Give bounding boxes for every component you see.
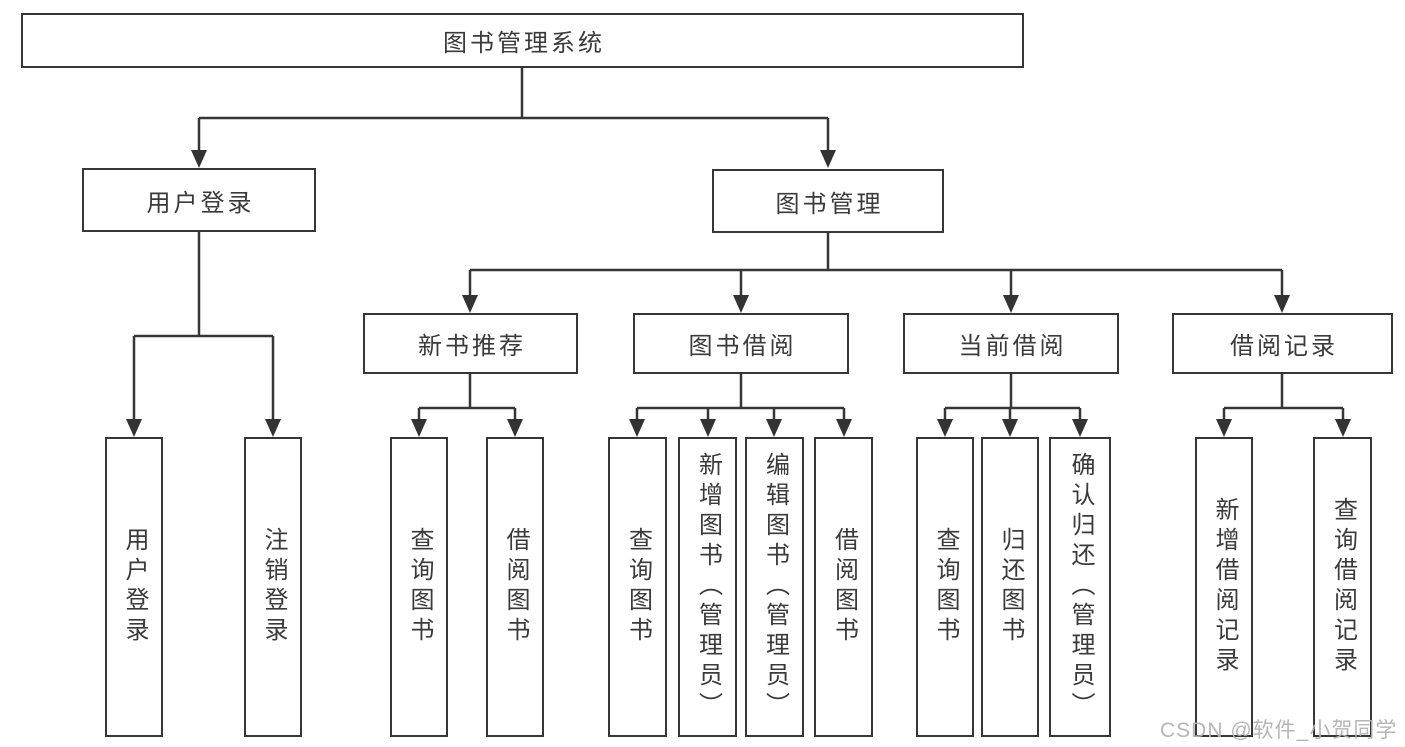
node-library-management-system: 图书管理系统 [21, 13, 1024, 68]
leaf-query-books-recommend: 查询图书 [390, 437, 448, 737]
csdn-watermark: CSDN @软件_小贺同学 [1160, 719, 1398, 742]
node-user-login: 用户登录 [82, 168, 316, 232]
leaf-query-books-current: 查询图书 [916, 437, 974, 737]
leaf-query-borrow-record: 查询借阅记录 [1313, 437, 1372, 737]
leaf-borrow-books: 借阅图书 [814, 437, 873, 737]
leaf-edit-book-admin: 编辑图书（管理员） [745, 437, 804, 737]
leaf-confirm-return-admin: 确认归还（管理员） [1049, 437, 1111, 737]
leaf-logout-login: 注销登录 [244, 437, 302, 737]
node-book-management: 图书管理 [712, 169, 944, 233]
node-current-borrow: 当前借阅 [903, 313, 1119, 374]
node-book-borrow: 图书借阅 [633, 313, 849, 374]
leaf-add-borrow-record: 新增借阅记录 [1195, 437, 1253, 737]
leaf-user-login: 用户登录 [105, 437, 163, 737]
node-borrow-records: 借阅记录 [1172, 313, 1393, 374]
leaf-add-book-admin: 新增图书（管理员） [678, 437, 737, 737]
node-new-book-recommend: 新书推荐 [363, 313, 578, 374]
leaf-return-book: 归还图书 [981, 437, 1039, 737]
leaf-query-books-borrow: 查询图书 [608, 437, 667, 737]
arrowheads [126, 150, 1351, 437]
leaf-borrow-books-recommend: 借阅图书 [486, 437, 544, 737]
